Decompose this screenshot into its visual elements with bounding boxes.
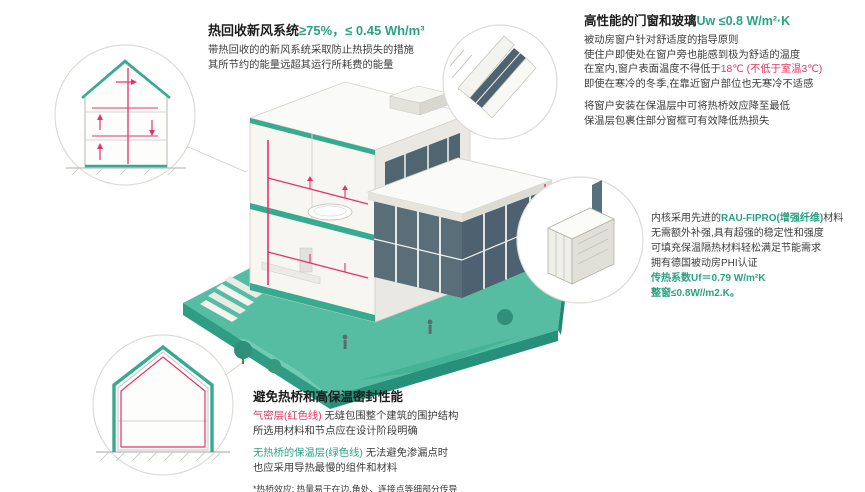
hrv-line-1: 带热回收的的新风系统采取防止热损失的措施 — [208, 45, 414, 56]
windows-line-6: 保温层包裹住部分窗框可有效降低热损失 — [584, 115, 770, 127]
thermal-footnote: *热桥效应: 热量易于在边,角处、连接点等细部分传导 — [253, 484, 458, 492]
thermal-line-3: 无热桥的保温层(绿色线) 无法避免渗漏点时 — [253, 448, 449, 459]
airtight-red-line — [120, 356, 206, 448]
trees — [234, 309, 513, 373]
frame-outer — [457, 35, 515, 99]
roof-insulation-line — [81, 59, 171, 100]
windows-callout: 高性能的门窗和玻璃Uw ≤0.8 W/m²·K 被动房窗户针对舒适度的指导原则 … — [584, 10, 860, 129]
windows-line-5: 将窗户安装在保温层中可将热桥效应降至最低 — [584, 101, 790, 112]
duct-arrow — [307, 176, 313, 181]
hrv-title: 热回收新风系统≥75%，≤ 0.45 Wh/m³ — [208, 20, 476, 39]
profile-line-4: 拥有德国被动房PHI认证 — [651, 258, 758, 269]
profile-callout: 内核采用先进的RAU-FIPRO(增强纤维)材料 无需额外补强,具有超强的稳定性… — [651, 211, 865, 301]
frame-inner — [481, 57, 537, 119]
windows-line-4: 即使在寒冷的冬季,在靠近窗户部位也无寒冷不适感 — [584, 78, 814, 90]
profile-side — [571, 218, 615, 285]
ventilation-ducts — [267, 140, 369, 285]
thermal-line-1: 气密层(红色线) 无缝包围整个建筑的围护结构 — [253, 411, 459, 422]
entry-steps — [200, 276, 262, 322]
profile-line-2: 无需额外补强,具有超强的稳定性和强度 — [651, 228, 824, 239]
profile-line-6: 整窗≤0.8W//m2.K。 — [651, 288, 740, 299]
hrv-title-green: ≥75%，≤ 0.45 Wh/m³ — [299, 23, 425, 38]
bathtub — [307, 203, 353, 221]
profile-line-1: 内核采用先进的RAU-FIPRO(增强纤维)材料 — [651, 213, 844, 224]
windows-title: 高性能的门窗和玻璃Uw ≤0.8 W/m²·K — [584, 10, 860, 29]
inset-thermal-envelope — [92, 334, 234, 476]
thermal-title: 避免热桥和高保温密封性能 — [253, 390, 404, 404]
hrv-line-2: 其所节约的能量远超其运行所耗费的能量 — [208, 59, 394, 71]
windows-title-black: 高性能的门窗和玻璃 — [584, 14, 697, 28]
windows-line-2: 使住户即使处在窗户旁也能感到极为舒适的温度 — [584, 49, 801, 61]
duct-arrow — [342, 185, 348, 190]
profile-line-5: 传热系数Uf＝0.79 W/m²K — [651, 273, 766, 284]
thermal-line-4: 也应采用导热最慢的组件和材料 — [253, 462, 398, 474]
windows-line-3: 在室内,窗户表面温度不得低于18℃ (不低于室温3℃) — [584, 64, 823, 75]
people-figures — [342, 319, 433, 349]
windows-title-green: Uw ≤0.8 W/m²·K — [696, 14, 791, 28]
hrv-callout: 热回收新风系统≥75%，≤ 0.45 Wh/m³ 带热回收的的新风系统采取防止热… — [208, 20, 476, 73]
inset-frame-profile — [516, 176, 644, 304]
inset-hrv-section — [54, 44, 196, 186]
windows-line-1: 被动房窗户针对舒适度的指导原则 — [584, 35, 739, 46]
profile-line-3: 可填充保温隔热材料轻松满足节能需求 — [651, 243, 821, 254]
hrv-title-black: 热回收新风系统 — [208, 23, 300, 38]
inset-window-corner — [442, 24, 558, 140]
thermal-line-2: 所选用材料和节点应在设计阶段明确 — [253, 425, 418, 437]
insulation-envelope-green-line — [112, 344, 214, 452]
airflow-arrows — [92, 68, 158, 164]
thermal-callout: 避免热桥和高保温密封性能 气密层(红色线) 无缝包围整个建筑的围护结构 所选用材… — [253, 386, 588, 492]
